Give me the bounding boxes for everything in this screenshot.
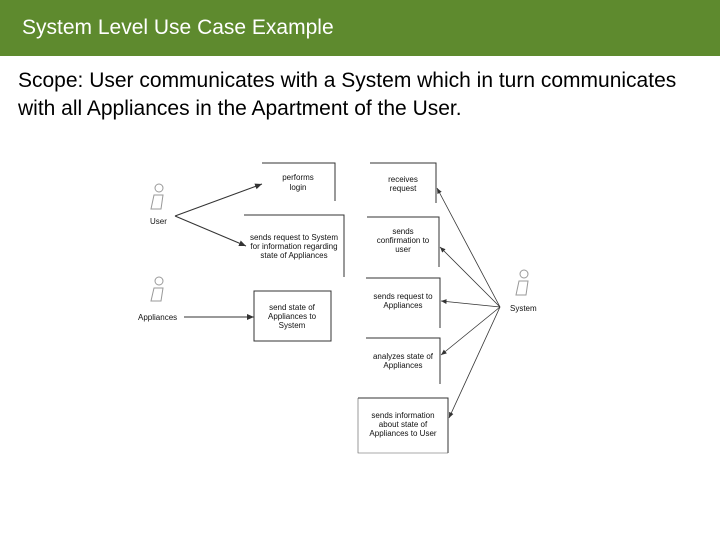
appliances-actor-icon bbox=[150, 276, 164, 302]
system-actor-icon bbox=[515, 269, 529, 296]
use-case-receives-request: receives request bbox=[370, 162, 437, 203]
use-case-label: confirmation to bbox=[377, 236, 430, 245]
use-case-label: state of Appliances bbox=[260, 251, 327, 260]
arrow-system-to-sends-information bbox=[448, 306, 501, 419]
arrow-user-to-sends-request bbox=[174, 215, 247, 247]
use-case-label: about state of bbox=[379, 420, 428, 429]
system-actor: System bbox=[510, 269, 537, 313]
appliances-actor: Appliances bbox=[138, 276, 177, 322]
arrow-system-to-sends-confirmation bbox=[439, 246, 501, 308]
use-case-sends-information: sends information about state of Applian… bbox=[357, 397, 449, 454]
use-case-analyzes-state: analyzes state of Appliances bbox=[366, 337, 441, 384]
use-case-send-state-of-appliances: send state of Appliances to System bbox=[253, 290, 332, 342]
user-actor-icon bbox=[150, 183, 164, 210]
user-actor: User bbox=[150, 183, 167, 226]
use-case-label: Appliances bbox=[383, 301, 422, 310]
slide-title: System Level Use Case Example bbox=[22, 16, 334, 39]
use-case-label: analyzes state of bbox=[373, 352, 434, 361]
title-bar: System Level Use Case Example bbox=[0, 0, 720, 56]
use-case-sends-request-to-appliances: sends request to Appliances bbox=[366, 277, 441, 328]
use-case-label: System bbox=[279, 321, 306, 330]
use-case-sends-request-to-system: sends request to System for information … bbox=[244, 214, 345, 277]
arrow-system-to-sends-request-appliances bbox=[440, 299, 501, 308]
use-case-label: send state of bbox=[269, 303, 316, 312]
use-case-label: performs bbox=[282, 173, 314, 182]
use-case-label: sends request to System bbox=[250, 233, 338, 242]
arrow-system-to-analyzes-state bbox=[440, 306, 501, 356]
arrow-system-to-receives-request bbox=[436, 187, 501, 308]
use-case-sends-confirmation: sends confirmation to user bbox=[367, 216, 440, 267]
use-case-label: for information regarding bbox=[250, 242, 337, 251]
use-case-label: user bbox=[395, 245, 411, 254]
user-actor-label: User bbox=[150, 217, 167, 226]
scope-text: Scope: User communicates with a System w… bbox=[18, 69, 677, 120]
use-case-label: receives bbox=[388, 175, 418, 184]
use-case-label: Appliances to User bbox=[369, 429, 436, 438]
use-case-label: sends request to bbox=[373, 292, 433, 301]
use-case-label: sends information bbox=[371, 411, 434, 420]
use-case-label: Appliances to bbox=[268, 312, 317, 321]
system-actor-label: System bbox=[510, 304, 537, 313]
use-case-label: sends bbox=[392, 227, 413, 236]
use-case-label: login bbox=[290, 183, 307, 192]
arrow-user-to-login bbox=[174, 183, 263, 217]
use-case-performs-login: performs login bbox=[262, 162, 336, 201]
appliances-actor-label: Appliances bbox=[138, 313, 177, 322]
use-case-label: Appliances bbox=[383, 361, 422, 370]
use-case-label: request bbox=[390, 184, 417, 193]
